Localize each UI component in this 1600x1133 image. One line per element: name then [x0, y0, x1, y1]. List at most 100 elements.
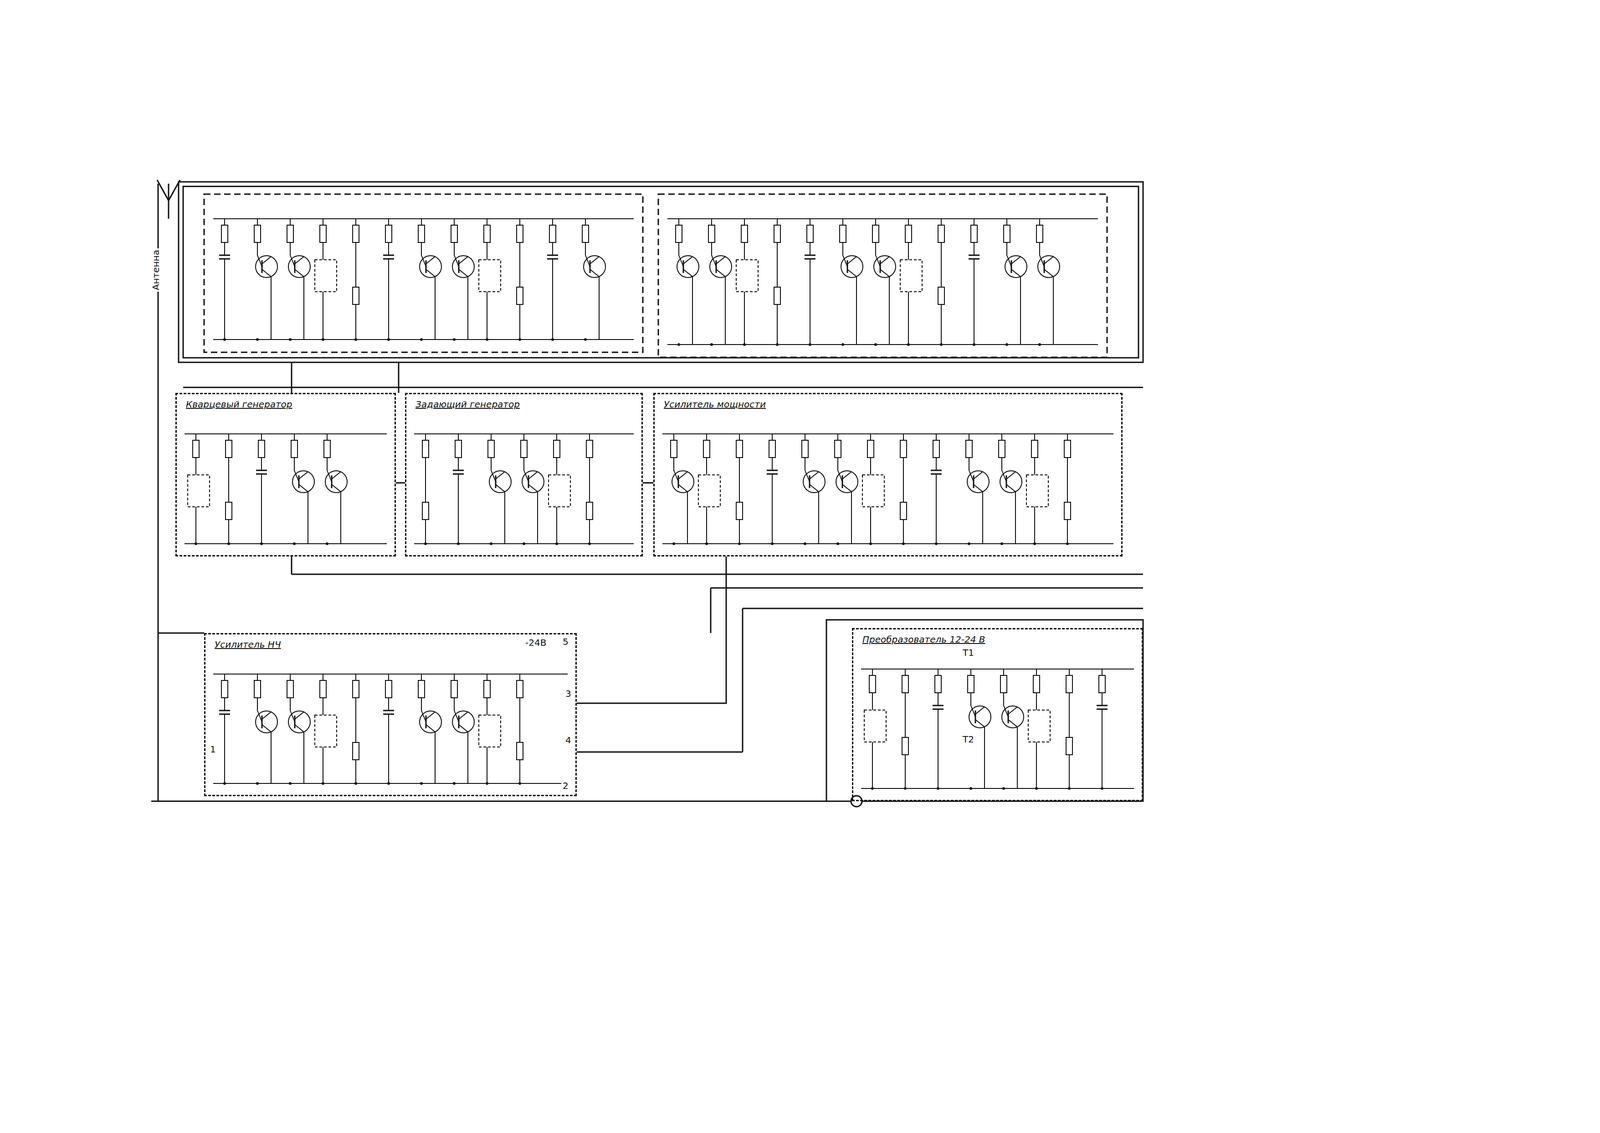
transistor-symbol	[671, 470, 694, 493]
wire-line	[940, 242, 942, 256]
wire-line	[1039, 242, 1041, 256]
wire-line	[907, 255, 909, 260]
wire-line	[880, 256, 890, 264]
wire-line	[523, 433, 525, 441]
wire-line	[846, 260, 849, 273]
pin-label: Т1	[961, 646, 976, 658]
wire-line	[870, 506, 872, 544]
wire-line	[837, 433, 839, 441]
wire-line	[289, 218, 291, 226]
resistor-symbol	[455, 440, 462, 458]
junction-dot	[743, 343, 746, 346]
junction-dot	[456, 542, 460, 545]
resistor-symbol	[774, 287, 781, 305]
wire-line	[467, 276, 469, 340]
wire-line	[458, 260, 460, 273]
wire-line	[294, 724, 304, 732]
junction-dot	[907, 343, 910, 346]
resistor-symbol	[900, 440, 907, 458]
junction-dot	[256, 781, 259, 785]
resistor-symbol	[418, 225, 425, 243]
resistor-symbol	[483, 680, 491, 698]
wire-line	[486, 673, 488, 681]
filter-symbol	[698, 474, 721, 507]
wire-line	[589, 457, 590, 471]
wire-line	[871, 705, 873, 710]
resistor-symbol	[352, 287, 359, 305]
resistor-symbol	[487, 440, 495, 458]
wire-line	[224, 673, 226, 681]
resistor-symbol	[933, 440, 940, 458]
wire-line	[678, 218, 680, 226]
wire-line	[667, 218, 1098, 220]
wire-line	[1101, 692, 1103, 706]
resistor-symbol	[1064, 440, 1071, 458]
wire-line	[224, 242, 226, 256]
wire-line	[678, 471, 688, 479]
filter-symbol	[548, 474, 571, 507]
wire-line	[1066, 470, 1068, 503]
wire-line	[213, 673, 568, 675]
transistor-symbol	[1000, 470, 1022, 493]
wire-line	[1035, 705, 1037, 710]
wire-line	[291, 362, 293, 393]
resistor-symbol	[586, 502, 593, 520]
transistor-symbol	[841, 255, 863, 278]
wire-line	[706, 506, 708, 544]
wire-line	[434, 276, 436, 340]
junction-dot	[1100, 786, 1104, 790]
wire-line	[1068, 754, 1070, 789]
junction-dot	[969, 786, 973, 790]
pin-label: 5	[561, 635, 570, 647]
junction-dot	[1005, 343, 1009, 346]
resistor-symbol	[806, 225, 814, 243]
resistor-symbol	[516, 742, 524, 760]
module-heading: Задающий генератор	[412, 397, 523, 411]
wire-line	[662, 433, 1114, 435]
wire-line	[1035, 741, 1037, 789]
wire-line	[420, 673, 422, 681]
resistor-symbol	[258, 440, 265, 458]
wire-line	[1010, 260, 1013, 273]
wire-line	[706, 470, 708, 475]
resistor-symbol	[1098, 675, 1106, 693]
wire-line	[940, 255, 942, 288]
junction-dot	[555, 542, 559, 545]
wire-line	[383, 709, 395, 712]
filter-symbol	[478, 259, 501, 292]
wire-line	[294, 715, 296, 729]
wire-line	[677, 475, 680, 488]
chassis-frame	[183, 186, 1139, 358]
wire-line	[256, 218, 258, 226]
wire-line	[425, 260, 427, 273]
wire-line	[1015, 491, 1016, 544]
resistor-symbol	[934, 675, 942, 693]
wire-line	[425, 433, 426, 441]
wire-line	[710, 587, 712, 633]
wire-line	[1034, 470, 1036, 475]
wire-line	[743, 255, 745, 260]
resistor-symbol	[741, 225, 748, 243]
wire-line	[519, 697, 521, 711]
wire-line	[804, 254, 816, 257]
wire-line	[973, 258, 975, 345]
wire-line	[584, 218, 586, 226]
resistor-symbol	[703, 440, 710, 458]
resistor-symbol	[1033, 675, 1040, 693]
wire-line	[228, 433, 230, 441]
module-box: Задающий генератор	[405, 392, 643, 557]
wire-line	[256, 242, 258, 256]
wire-line	[870, 470, 872, 475]
wire-line	[425, 457, 426, 471]
wire-line	[847, 256, 857, 264]
wire-line	[467, 731, 469, 784]
junction-dot	[808, 343, 812, 346]
transistor-symbol	[1005, 255, 1027, 278]
resistor-symbol	[938, 287, 945, 305]
wire-line	[1008, 706, 1018, 714]
wire-line	[303, 276, 305, 340]
wire-line	[495, 471, 505, 479]
resistor-symbol	[422, 502, 429, 520]
transistor-symbol	[489, 470, 512, 493]
wire-line	[355, 697, 357, 711]
